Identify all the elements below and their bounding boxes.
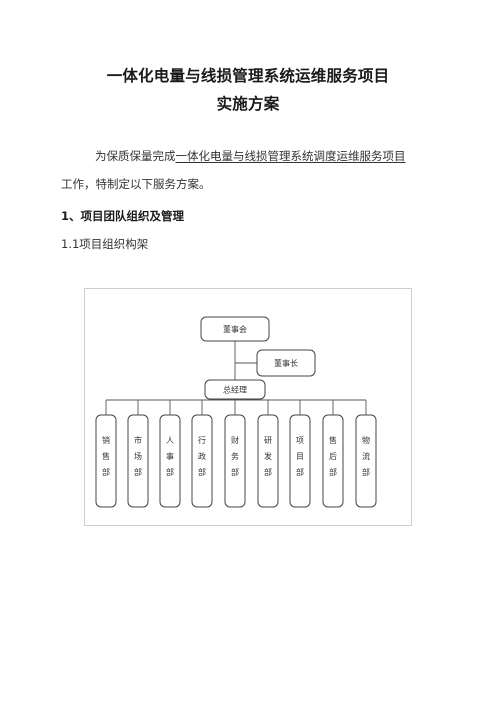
department-nodes: 销售部 市场部 人事部 行政部 财务部 研发部 项目部 售后部 物流部	[95, 414, 377, 508]
org-node-department: 财务部	[224, 414, 246, 508]
subsection-heading: 1.1项目组织构架	[61, 237, 149, 251]
org-node-department-label: 市场部	[134, 435, 142, 477]
org-node-department: 研发部	[257, 414, 279, 508]
intro-line-2: 工作，特制定以下服务方案。	[61, 177, 211, 191]
org-node-board: 董事会	[200, 316, 270, 342]
org-node-chair-label: 董事长	[274, 358, 298, 368]
org-node-department-label: 物流部	[362, 435, 370, 477]
org-node-department: 行政部	[191, 414, 213, 508]
org-node-department-label: 行政部	[198, 435, 206, 477]
org-node-department: 项目部	[289, 414, 311, 508]
org-node-manager: 总经理	[204, 379, 266, 400]
org-node-chair: 董事长	[256, 349, 316, 377]
org-node-department-label: 项目部	[296, 436, 304, 477]
org-node-department-label: 售后部	[329, 435, 337, 477]
org-node-department: 销售部	[95, 414, 117, 508]
document-subtitle: 实施方案	[216, 95, 280, 113]
org-node-department-label: 财务部	[231, 435, 239, 477]
org-node-department: 市场部	[127, 414, 149, 508]
intro-paragraph: 为保质保量完成一体化电量与线损管理系统调度运维服务项目	[61, 144, 433, 168]
org-node-department-label: 销售部	[102, 435, 110, 477]
document-title: 一体化电量与线损管理系统运维服务项目	[106, 67, 390, 85]
org-node-department-label: 研发部	[264, 436, 272, 477]
intro-project-name: 一体化电量与线损管理系统调度运维服务项目	[175, 149, 406, 163]
org-chart: 董事会 董事长 总经理 销售部 市场部 人事部 行政部 财务部 研发部 项目部 售后部 物流部	[84, 288, 412, 526]
section-heading: 1、项目团队组织及管理	[61, 209, 185, 223]
org-node-department: 人事部	[159, 414, 181, 508]
org-node-manager-label: 总经理	[223, 385, 247, 395]
org-chart-connectors	[105, 341, 367, 415]
org-node-department: 售后部	[322, 414, 344, 508]
org-node-department: 物流部	[355, 414, 377, 508]
intro-prefix: 为保质保量完成	[95, 149, 176, 163]
org-node-board-label: 董事会	[223, 324, 247, 334]
org-node-department-label: 人事部	[166, 436, 174, 477]
